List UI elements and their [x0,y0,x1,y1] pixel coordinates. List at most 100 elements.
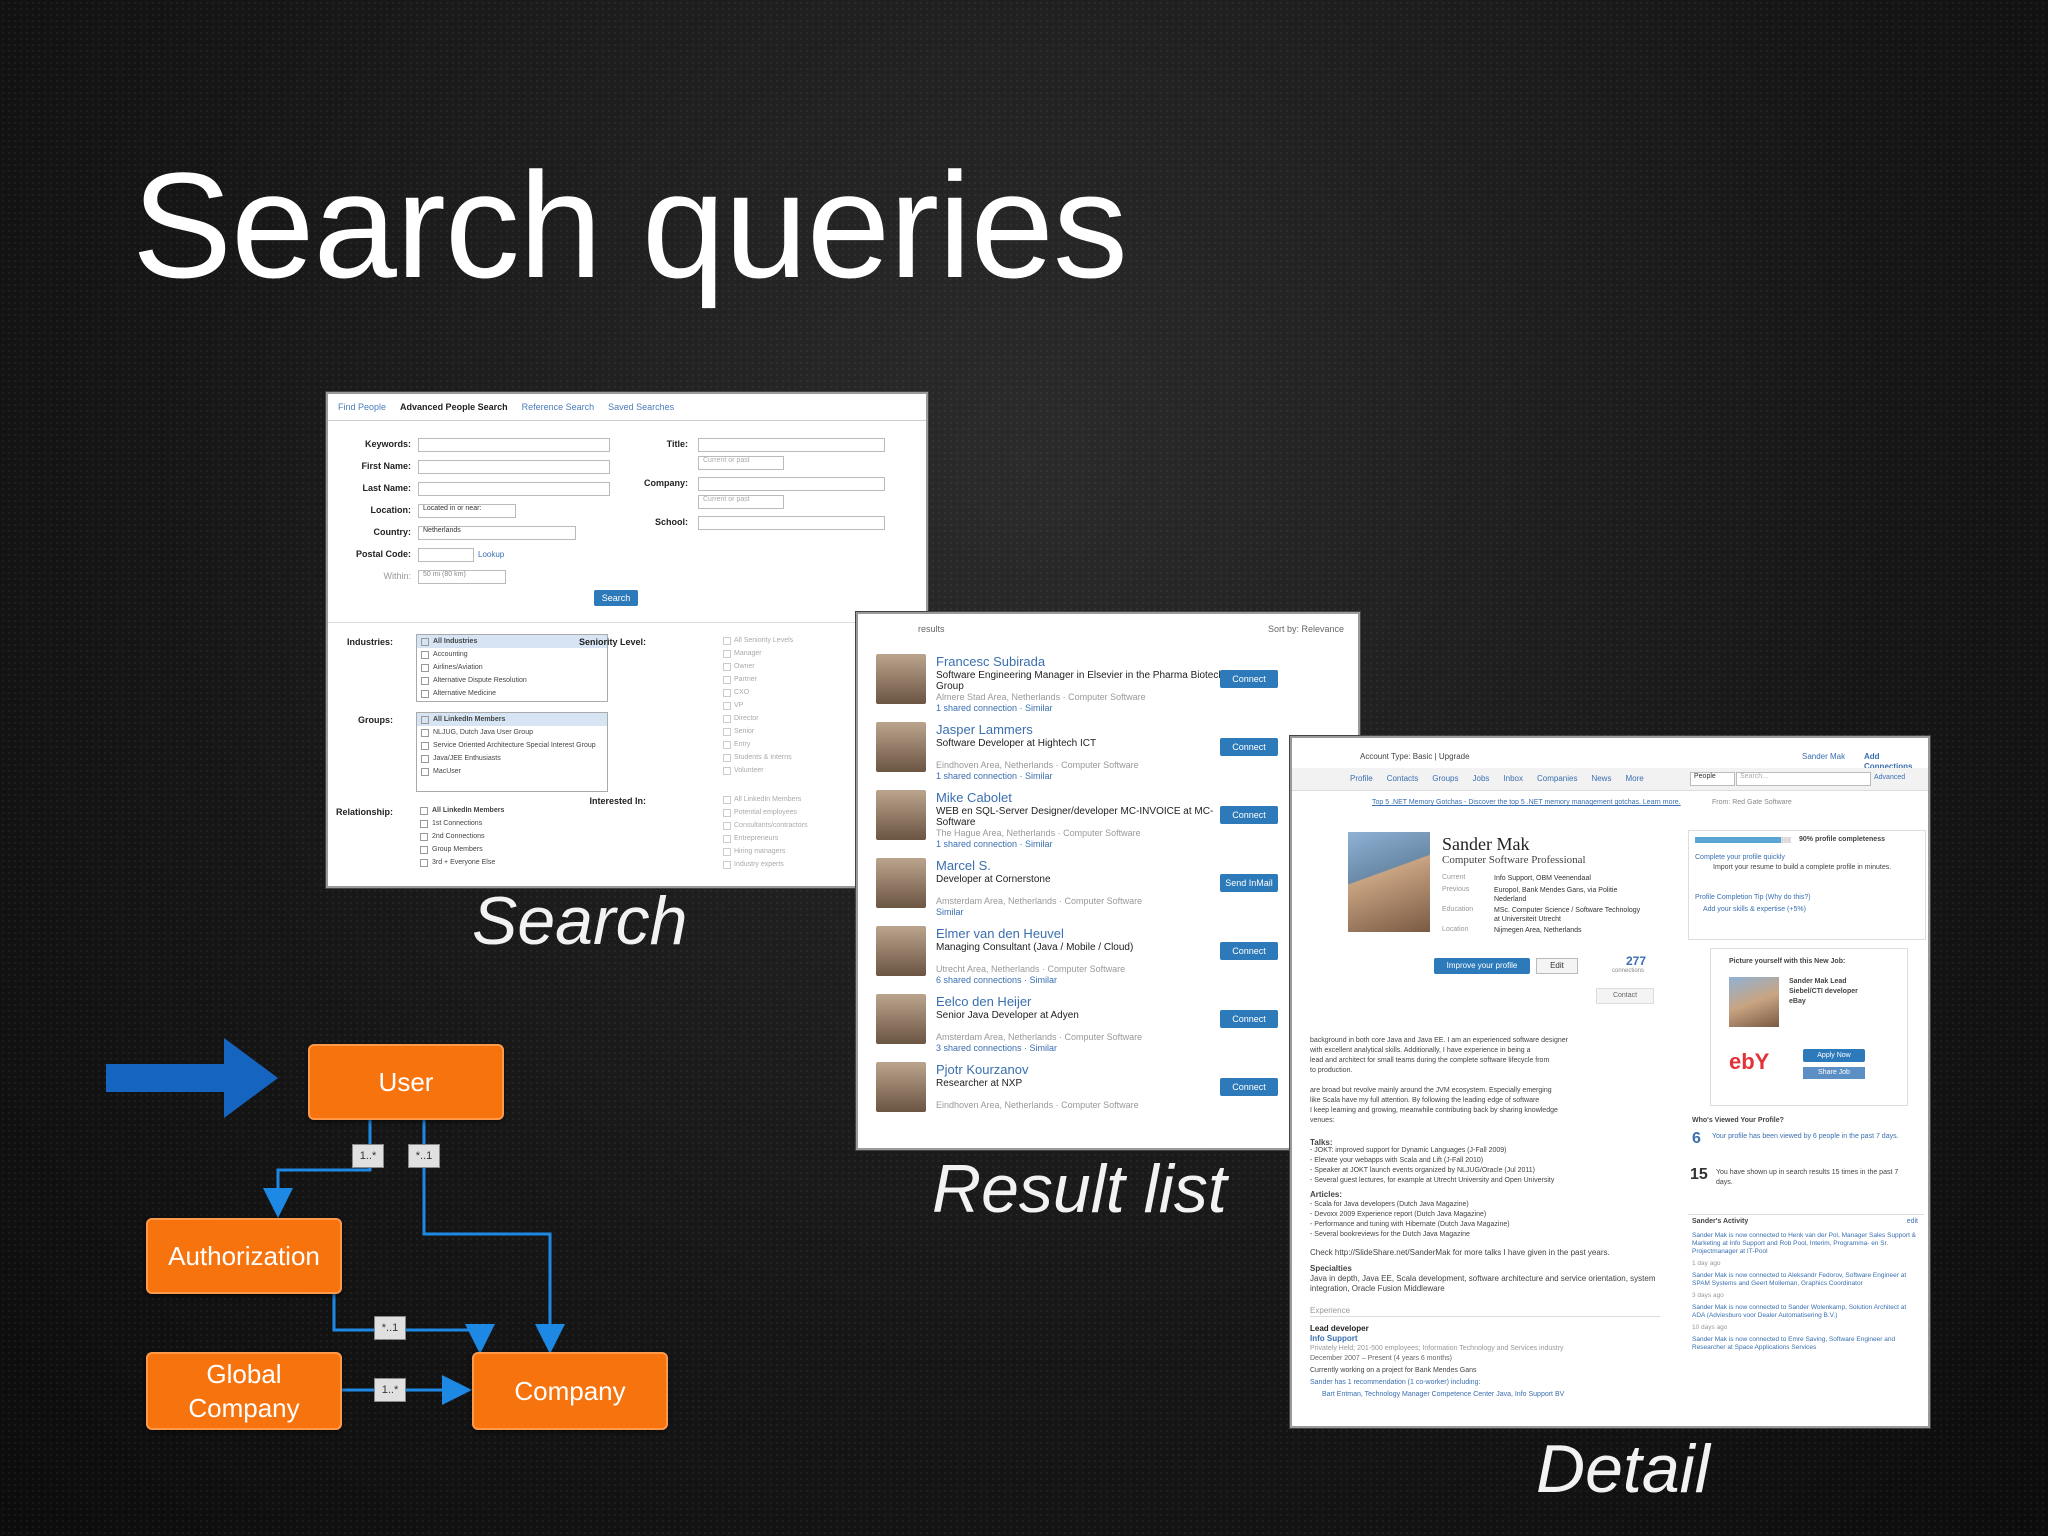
keywords-field[interactable] [418,438,610,452]
activity-item[interactable]: Sander Mak is now connected to Sander Wo… [1692,1304,1907,1319]
activity-item[interactable]: Sander Mak is now connected to Henk van … [1692,1232,1917,1255]
list-item[interactable]: Hiring managers [722,845,842,858]
location-select[interactable]: Located in or near: [418,504,516,518]
list-item[interactable]: Alternative Medicine [417,687,607,700]
result-shared-connections[interactable]: 6 shared connections · Similar [936,975,1058,985]
list-item[interactable]: All Industries [417,635,607,648]
list-item[interactable]: 3rd + Everyone Else [416,856,606,869]
list-item[interactable]: Manager [722,647,842,660]
list-item[interactable]: Java/JEE Enthusiasts [417,752,607,765]
nav-more[interactable]: More [1625,774,1644,783]
result-avatar[interactable] [876,790,926,840]
list-item[interactable]: All LinkedIn Members [722,793,842,806]
contact-button[interactable]: Contact [1596,988,1654,1004]
company-field[interactable] [698,477,885,491]
connect-button[interactable]: Connect [1220,738,1278,756]
result-avatar[interactable] [876,1062,926,1112]
connect-button[interactable]: Connect [1220,1010,1278,1028]
sort-select[interactable]: Sort by: Relevance [1267,624,1344,634]
recommendation-by[interactable]: Bart Entman, Technology Manager Competen… [1322,1391,1565,1398]
list-item[interactable]: Entry [722,738,842,751]
list-item[interactable]: Potential employees [722,806,842,819]
recommendation-count[interactable]: Sander has 1 recommendation (1 co-worker… [1310,1379,1481,1386]
within-select[interactable]: 50 mi (80 km) [418,570,506,584]
improve-profile-button[interactable]: Improve your profile [1434,958,1530,974]
edit-button[interactable]: Edit [1536,958,1578,974]
nav-inbox[interactable]: Inbox [1503,774,1523,783]
title-current-or-past[interactable]: Current or past [698,456,784,470]
list-item[interactable]: MacUser [417,765,607,778]
viewed-count[interactable]: 6 [1692,1130,1701,1147]
result-avatar[interactable] [876,858,926,908]
add-connections-link[interactable]: Add Connections [1864,752,1913,771]
result-name[interactable]: Francesc Subirada [936,654,1046,669]
interested-list[interactable]: All LinkedIn Members Potential employees… [722,793,842,871]
list-item[interactable]: Group Members [416,843,606,856]
industries-listbox[interactable]: All Industries Accounting Airlines/Aviat… [416,634,608,702]
list-item[interactable]: Industry experts [722,858,842,871]
activity-edit[interactable]: edit [1906,1218,1918,1225]
connect-button[interactable]: Connect [1220,942,1278,960]
account-type[interactable]: Account Type: Basic | Upgrade [1360,752,1470,761]
seniority-list[interactable]: All Seniority Levels Manager Owner Partn… [722,634,842,777]
first-name-field[interactable] [418,460,610,474]
list-item[interactable]: NLJUG, Dutch Java User Group [417,726,607,739]
relationship-list[interactable]: All LinkedIn Members 1st Connections 2nd… [416,804,606,872]
result-shared-connections[interactable]: 1 shared connection · Similar [936,703,1053,713]
activity-item[interactable]: Sander Mak is now connected to Emre Savi… [1692,1336,1896,1351]
list-item[interactable]: Alternative Dispute Resolution [417,674,607,687]
nav-jobs[interactable]: Jobs [1472,774,1490,783]
result-avatar[interactable] [876,654,926,704]
list-item[interactable]: Service Oriented Architecture Special In… [417,739,607,752]
tab-find-people[interactable]: Find People [338,402,387,412]
search-button[interactable]: Search [594,590,638,606]
nav-contacts[interactable]: Contacts [1386,774,1419,783]
list-item[interactable]: Airlines/Aviation [417,661,607,674]
result-avatar[interactable] [876,994,926,1044]
result-name[interactable]: Mike Cabolet [936,790,1012,805]
lookup-link[interactable]: Lookup [478,550,505,559]
connect-button[interactable]: Send InMail [1220,874,1278,892]
result-shared-connections[interactable]: Similar [936,907,964,917]
school-field[interactable] [698,516,885,530]
list-item[interactable]: CXO [722,686,842,699]
account-user[interactable]: Sander Mak [1802,752,1846,761]
list-item[interactable]: Partner [722,673,842,686]
last-name-field[interactable] [418,482,610,496]
activity-item[interactable]: Sander Mak is now connected to Aleksandr… [1692,1272,1907,1287]
job-company[interactable]: Info Support [1310,1334,1358,1343]
list-item[interactable]: VP [722,699,842,712]
title-field[interactable] [698,438,885,452]
nav-profile[interactable]: Profile [1350,774,1373,783]
result-shared-connections[interactable]: 1 shared connection · Similar [936,771,1053,781]
connections-count[interactable]: 277 [1626,954,1647,968]
viewed-text[interactable]: Your profile has been viewed by 6 people… [1712,1133,1899,1140]
result-shared-connections[interactable]: 1 shared connection · Similar [936,839,1053,849]
company-current-or-past[interactable]: Current or past [698,495,784,509]
result-name[interactable]: Jasper Lammers [936,722,1033,737]
list-item[interactable]: All LinkedIn Members [416,804,606,817]
completion-tip[interactable]: Profile Completion Tip (Why do this?) [1695,894,1811,901]
detail-search-input[interactable]: Search... [1736,772,1871,786]
connect-button[interactable]: Connect [1220,670,1278,688]
list-item[interactable]: Students & Interns [722,751,842,764]
nav-companies[interactable]: Companies [1536,774,1578,783]
share-job-button[interactable]: Share Job [1803,1067,1865,1079]
tab-advanced-people-search[interactable]: Advanced People Search [400,402,508,412]
list-item[interactable]: 1st Connections [416,817,606,830]
nav-groups[interactable]: Groups [1432,774,1459,783]
list-item[interactable]: Entrepreneurs [722,832,842,845]
nav-news[interactable]: News [1591,774,1612,783]
result-name[interactable]: Pjotr Kourzanov [936,1062,1029,1077]
ad-link[interactable]: Top 5 .NET Memory Gotchas - Discover the… [1372,799,1681,806]
list-item[interactable]: Accounting [417,648,607,661]
tab-saved-searches[interactable]: Saved Searches [608,402,675,412]
list-item[interactable]: All Seniority Levels [722,634,842,647]
result-name[interactable]: Eelco den Heijer [936,994,1032,1009]
list-item[interactable]: Volunteer [722,764,842,777]
